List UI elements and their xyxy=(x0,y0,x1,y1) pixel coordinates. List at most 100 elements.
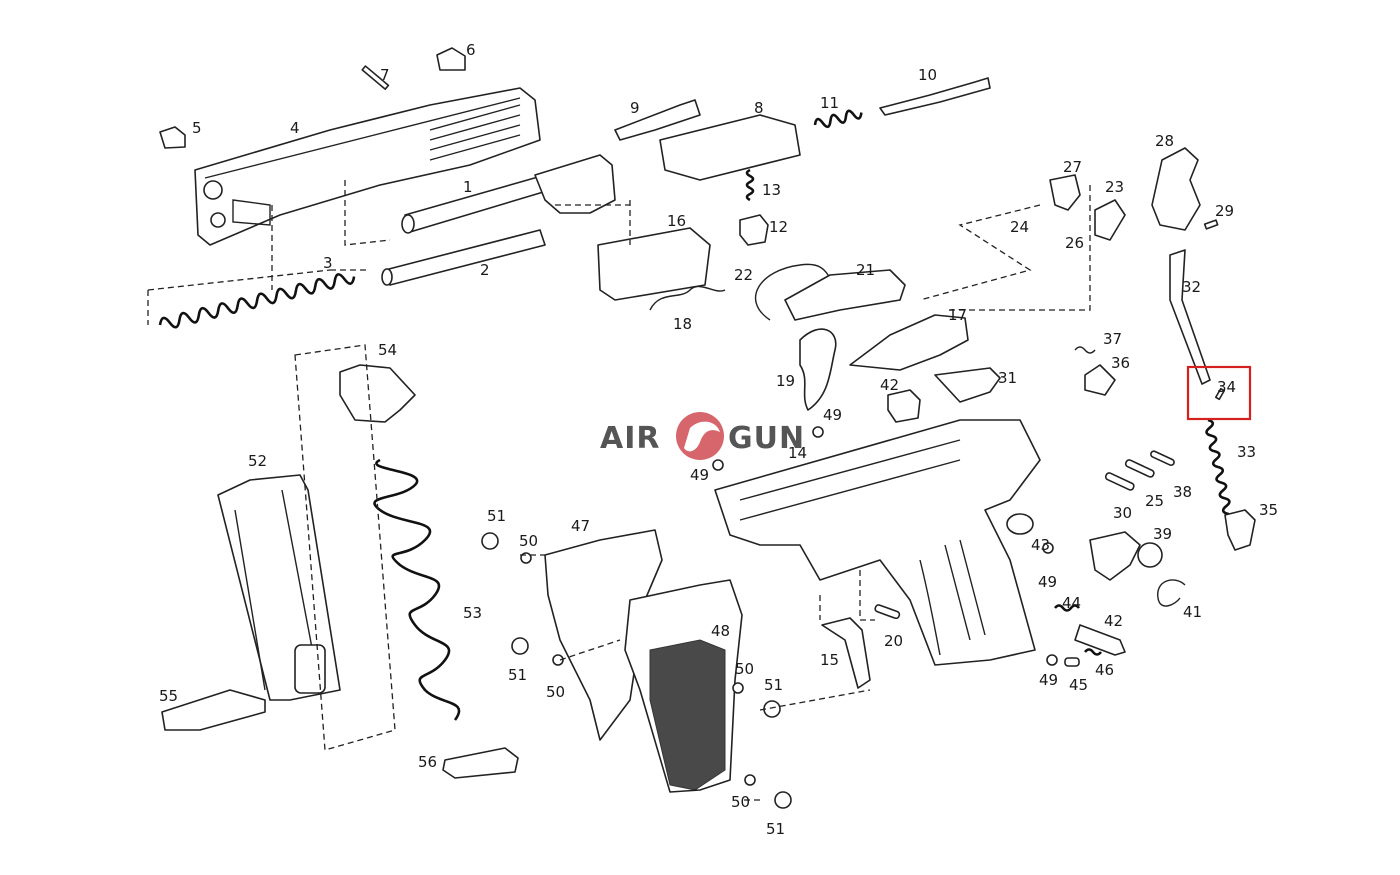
label-25: 25 xyxy=(1145,492,1164,510)
spring-46 xyxy=(1083,648,1103,656)
label-45: 45 xyxy=(1069,676,1088,694)
pin-30 xyxy=(1104,472,1135,491)
label-16: 16 xyxy=(667,212,686,230)
lever-17 xyxy=(849,314,969,371)
label-15: 15 xyxy=(820,651,839,669)
part-36 xyxy=(1084,364,1116,396)
label-4: 4 xyxy=(290,119,300,137)
pin-34 xyxy=(1214,387,1226,401)
highlight-box-34 xyxy=(1186,365,1252,421)
label-54: 54 xyxy=(378,341,397,359)
pin-38 xyxy=(1150,450,1175,467)
front-sight-part xyxy=(159,126,186,149)
label-41: 41 xyxy=(1183,603,1202,621)
part-31 xyxy=(934,367,1001,403)
label-23: 23 xyxy=(1105,178,1124,196)
guide-rod-part xyxy=(384,229,546,286)
spring-41 xyxy=(1157,579,1186,607)
label-8: 8 xyxy=(754,99,764,117)
lever-9 xyxy=(614,99,701,141)
label-51a: 51 xyxy=(487,507,506,525)
label-33: 33 xyxy=(1237,443,1256,461)
label-42a: 42 xyxy=(880,376,899,394)
label-48: 48 xyxy=(711,622,730,640)
label-30: 30 xyxy=(1113,504,1132,522)
label-17: 17 xyxy=(948,306,967,324)
label-49c: 49 xyxy=(1038,573,1057,591)
label-32: 32 xyxy=(1182,278,1201,296)
label-51c: 51 xyxy=(764,676,783,694)
magazine-spring-53 xyxy=(373,458,461,721)
label-38: 38 xyxy=(1173,483,1192,501)
label-50c: 50 xyxy=(735,660,754,678)
label-55: 55 xyxy=(159,687,178,705)
part-labels: 1 2 3 4 5 6 7 8 9 10 11 12 13 14 15 16 1… xyxy=(159,41,1278,838)
label-36: 36 xyxy=(1111,354,1130,372)
label-37: 37 xyxy=(1103,330,1122,348)
part-42a xyxy=(887,389,921,423)
label-10: 10 xyxy=(918,66,937,84)
housing-16 xyxy=(597,227,711,301)
mainspring-33 xyxy=(1205,418,1235,523)
label-2: 2 xyxy=(480,261,490,279)
label-3: 3 xyxy=(323,254,333,272)
base-plate-56 xyxy=(442,747,519,779)
label-28: 28 xyxy=(1155,132,1174,150)
label-47: 47 xyxy=(571,517,590,535)
follower-54 xyxy=(339,364,416,423)
label-13: 13 xyxy=(762,181,781,199)
label-5: 5 xyxy=(192,119,202,137)
spring-37 xyxy=(1074,346,1096,354)
washer-50c xyxy=(732,682,744,694)
rear-sight-part xyxy=(436,47,466,71)
screw-51a xyxy=(481,532,499,550)
label-22: 22 xyxy=(734,266,753,284)
pin-29 xyxy=(1203,219,1219,230)
label-50a: 50 xyxy=(519,532,538,550)
grip-texture xyxy=(649,639,726,791)
label-34: 34 xyxy=(1217,378,1236,396)
grip-panel-47 xyxy=(544,529,663,741)
label-21: 21 xyxy=(856,261,875,279)
label-49a: 49 xyxy=(823,406,842,424)
label-6: 6 xyxy=(466,41,476,59)
screw-49a xyxy=(812,426,824,438)
label-43: 43 xyxy=(1031,536,1050,554)
firing-pin-part xyxy=(879,77,991,116)
spring-22 xyxy=(754,263,831,321)
part-23 xyxy=(1094,199,1126,241)
screw-49c xyxy=(1042,542,1054,554)
hammer-28 xyxy=(1151,147,1201,231)
washer-50b xyxy=(552,654,564,666)
barrel-part xyxy=(401,154,616,234)
label-42b: 42 xyxy=(1104,612,1123,630)
screw-49d xyxy=(1046,654,1058,666)
label-31: 31 xyxy=(998,369,1017,387)
label-27: 27 xyxy=(1063,158,1082,176)
spring-seat-35 xyxy=(1224,509,1256,551)
label-20: 20 xyxy=(884,632,903,650)
plunger-12 xyxy=(739,214,769,246)
label-24: 24 xyxy=(1010,218,1029,236)
label-1: 1 xyxy=(463,178,473,196)
label-49b: 49 xyxy=(690,466,709,484)
pin-7 xyxy=(361,65,390,90)
label-12: 12 xyxy=(769,218,788,236)
spring-44 xyxy=(1053,604,1081,612)
label-51d: 51 xyxy=(766,820,785,838)
screw-51d xyxy=(774,791,792,809)
label-56: 56 xyxy=(418,753,437,771)
pin-25 xyxy=(1124,459,1155,478)
screw-49b xyxy=(712,459,724,471)
frame-part xyxy=(714,419,1041,666)
label-53: 53 xyxy=(463,604,482,622)
spring-18 xyxy=(649,285,726,311)
label-49d: 49 xyxy=(1039,671,1058,689)
label-19: 19 xyxy=(776,372,795,390)
base-plate-55 xyxy=(161,689,266,731)
trigger-19 xyxy=(799,328,837,411)
strut-32 xyxy=(1169,249,1211,385)
screw-51b xyxy=(511,637,529,655)
label-29: 29 xyxy=(1215,202,1234,220)
